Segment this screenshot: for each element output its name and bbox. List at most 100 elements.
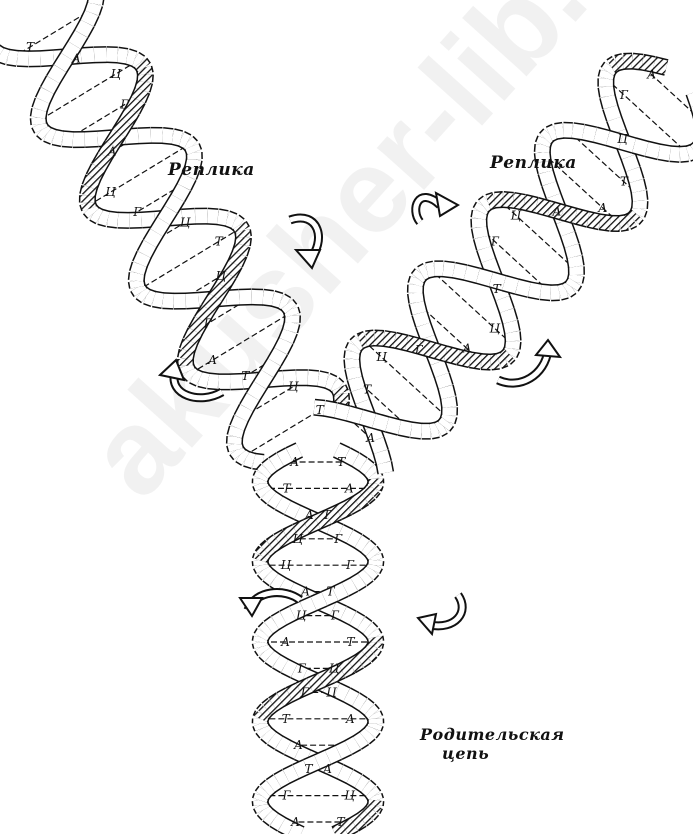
strand-b-fill [262, 488, 266, 493]
strand-a-fill [41, 58, 54, 59]
strand-a-fill [480, 206, 483, 211]
strand-b-fill [446, 387, 449, 398]
base-letter: А [289, 455, 299, 469]
strand-b-fill [670, 154, 680, 155]
strand-b-fill [173, 137, 181, 139]
base-letter: Г [203, 317, 213, 331]
base-letter: Ц [111, 67, 122, 81]
strand-b-fill [42, 130, 47, 134]
strand-a-fill [260, 714, 262, 719]
strand-b-fill [427, 269, 434, 271]
base-letter: Г [119, 98, 129, 112]
base-letter: А [551, 205, 561, 219]
strand-a-fill [112, 133, 119, 145]
strand-a-fill [353, 368, 355, 378]
strand-a-fill [355, 378, 358, 389]
base-letter: А [365, 431, 375, 445]
base-letter: Ц [105, 185, 116, 199]
strand-a-fill [375, 642, 376, 647]
base-letter: Г [281, 789, 291, 803]
strand-b-fill [634, 146, 647, 149]
strand-b-fill [81, 23, 87, 34]
strand-b-fill [87, 13, 92, 23]
strand-b-fill [438, 426, 444, 429]
base-letter: Г [345, 558, 355, 572]
strand-b-fill [263, 810, 267, 815]
strand-b-fill [281, 341, 286, 351]
strand-a-fill [87, 187, 89, 195]
strand-a-fill [350, 776, 359, 781]
strand-b-fill [272, 498, 279, 503]
base-letter: Г [333, 532, 343, 546]
strand-a-fill [351, 661, 359, 666]
strand-b-fill [688, 151, 693, 153]
strand-b-fill [286, 772, 296, 777]
strand-a-fill [355, 341, 359, 345]
base-letter: Ц [216, 269, 227, 283]
strand-b-fill [260, 484, 262, 489]
strand-b-fill [348, 743, 357, 748]
base-letter: Ц [292, 532, 303, 546]
base-letter: Т [363, 383, 372, 397]
strand-b-fill [275, 618, 283, 623]
strand-a-fill [193, 376, 200, 379]
strand-b-fill [529, 290, 540, 292]
strand-a-fill [90, 177, 94, 186]
strand-b-fill [136, 281, 137, 287]
strand-a-fill [234, 221, 239, 225]
strand-a-fill [481, 237, 484, 248]
strand-b-fill [95, 0, 96, 4]
strand-a-fill [99, 156, 105, 167]
strand-b-fill [417, 302, 420, 313]
strand-b-fill [373, 714, 375, 719]
strand-a-fill [243, 237, 244, 245]
strand-a-fill [610, 107, 614, 119]
strand-b-fill [283, 613, 292, 618]
strand-b-fill [140, 254, 144, 264]
strand-b-fill [138, 135, 151, 136]
strand-a-fill [260, 556, 262, 561]
strand-a-fill [144, 68, 145, 74]
strand-b-fill [448, 398, 449, 408]
strand-b-fill [267, 362, 274, 373]
strand-a-fill [263, 570, 267, 575]
strand-a-fill [261, 565, 264, 570]
strand-a-fill [343, 613, 352, 618]
base-letter: Ц [617, 132, 628, 146]
strand-a-fill [81, 55, 94, 56]
strand-a-fill [433, 350, 446, 354]
strand-b-fill [418, 274, 422, 279]
strand-b-fill [368, 570, 372, 575]
strand-b-fill [350, 536, 359, 541]
strand-a-fill [186, 366, 188, 372]
base-letter: Ц [296, 609, 307, 623]
base-letter: А [646, 68, 656, 82]
strand-b-fill [186, 300, 199, 301]
strand-a-fill [607, 96, 610, 107]
strand-b-fill [339, 748, 349, 753]
strand-a-fill [357, 498, 364, 503]
strand-b-fill [178, 187, 184, 198]
strand-b-fill [545, 134, 549, 138]
strand-b-fill [260, 637, 261, 642]
strand-b-fill [357, 738, 364, 743]
strand-b-fill [659, 152, 670, 154]
strand-b-fill [373, 565, 376, 570]
strand-a-fill [513, 200, 524, 202]
strand-b-fill [54, 137, 63, 139]
strand-b-fill [356, 700, 364, 705]
strand-a-fill [470, 360, 481, 362]
strand-b-fill [235, 428, 237, 437]
strand-b-fill [572, 282, 575, 287]
strand-b-fill [136, 273, 137, 281]
strand-a-fill [364, 493, 370, 498]
strand-b-fill [387, 424, 399, 427]
strand-a-fill [321, 676, 332, 681]
strand-b-fill [146, 296, 153, 299]
strand-a-fill [479, 211, 480, 218]
strand-b-fill [282, 824, 291, 829]
strand-b-fill [347, 695, 356, 700]
strand-b-fill [271, 781, 278, 786]
strand-a-fill [235, 254, 239, 264]
strand-a-fill [366, 338, 374, 339]
